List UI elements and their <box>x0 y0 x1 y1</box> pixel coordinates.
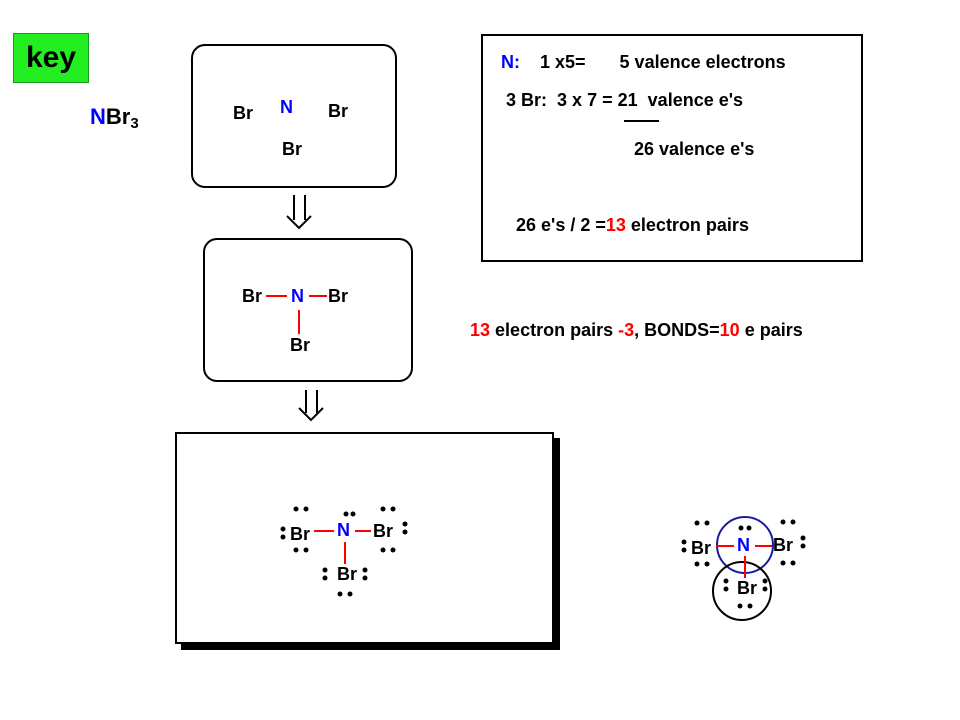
calc-line-3: 26 valence e's <box>634 139 755 159</box>
step1-ligand-bottom: Br <box>282 139 303 159</box>
formula-subscript: 3 <box>130 115 139 132</box>
down-arrow-2 <box>298 390 324 422</box>
step2-ligand-left: Br <box>242 286 263 306</box>
step2-center-atom: N <box>291 286 304 306</box>
circled-lone-pairs <box>681 519 806 609</box>
circled-ligand-right: Br <box>773 535 794 555</box>
circled-ligand-bottom: Br <box>737 578 758 598</box>
calc-line-4: 26 e's / 2 =13 electron pairs <box>516 215 749 235</box>
bonds-note: 13 electron pairs -3, BONDS=10 e pairs <box>470 320 803 340</box>
calc-line-2: 3 Br: 3 x 7 = 21 valence e's <box>506 90 744 110</box>
valence-calculation-box <box>481 34 863 262</box>
skeleton-box <box>191 44 397 188</box>
step3-center-atom: N <box>337 520 350 540</box>
step3-ligand-left: Br <box>290 524 311 544</box>
down-arrow-1 <box>286 195 312 230</box>
circled-ligand-left: Br <box>691 538 712 558</box>
formula-element: N <box>90 104 106 129</box>
step3-ligand-bottom: Br <box>337 564 358 584</box>
circled-center-atom: N <box>737 535 750 555</box>
formula-ligand: Br <box>105 104 131 129</box>
octet-circle-bromine <box>712 561 772 621</box>
molecular-formula: NBr3 <box>90 104 139 132</box>
step1-ligand-right: Br <box>328 101 349 121</box>
step3-ligand-right: Br <box>373 521 394 541</box>
lewis-structure-box <box>175 432 554 644</box>
bonded-structure-box <box>203 238 413 382</box>
step1-ligand-left: Br <box>233 103 254 123</box>
calc-line-1: N:1 x5=5 valence electrons <box>501 52 786 72</box>
step2-ligand-bottom: Br <box>290 335 311 355</box>
step2-ligand-right: Br <box>328 286 349 306</box>
lone-pairs <box>280 506 408 597</box>
key-badge: key <box>13 33 89 83</box>
step1-center-atom: N <box>280 97 293 117</box>
